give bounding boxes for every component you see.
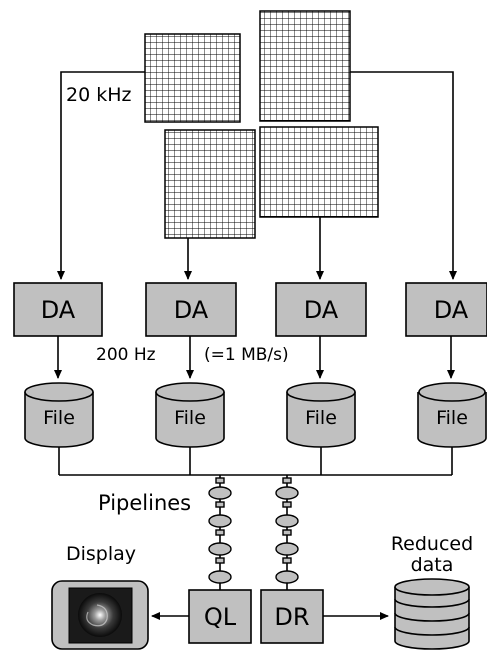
- detector-array-1: [144, 33, 241, 123]
- file-storage-3: File: [286, 382, 356, 448]
- file-collection-bus: [58, 447, 453, 476]
- reduced-data-label-line2: data: [411, 554, 454, 576]
- detector-array-4: [259, 126, 379, 218]
- da-box-4: DA: [405, 282, 487, 337]
- pipeline-dr: [275, 475, 299, 590]
- file-label: File: [43, 407, 75, 429]
- da-label: DA: [41, 296, 76, 324]
- rate-20khz-label: 20 kHz: [66, 84, 132, 106]
- array-to-da-connectors: [57, 71, 457, 280]
- reduced-data-label-line1: Reduced: [391, 533, 473, 555]
- reduced-data-stack: [394, 578, 470, 650]
- ql-box: QL: [188, 589, 252, 644]
- da-label: DA: [304, 296, 339, 324]
- da-box-2: DA: [145, 282, 237, 337]
- pipeline-ql: [208, 475, 232, 590]
- da-box-3: DA: [275, 282, 367, 337]
- da-box-1: DA: [13, 282, 103, 337]
- rate-200hz-label: 200 Hz: [96, 345, 156, 365]
- detector-array-3: [164, 129, 256, 239]
- da-label: DA: [434, 296, 469, 324]
- file-storage-4: File: [417, 382, 487, 448]
- file-label: File: [174, 407, 206, 429]
- pipelines-label: Pipelines: [98, 491, 191, 515]
- dr-label: DR: [274, 603, 309, 631]
- file-storage-2: File: [155, 382, 225, 448]
- da-to-file-connectors: [54, 336, 455, 379]
- ql-label: QL: [204, 603, 237, 631]
- rate-mbs-label: (=1 MB/s): [204, 345, 289, 365]
- da-label: DA: [174, 296, 209, 324]
- display-label: Display: [66, 543, 136, 565]
- detector-array-2: [259, 10, 351, 122]
- dr-box: DR: [260, 589, 324, 644]
- file-storage-1: File: [24, 382, 94, 448]
- file-label: File: [436, 407, 468, 429]
- display-monitor: [51, 580, 149, 650]
- galaxy-image: [78, 593, 122, 637]
- file-label: File: [305, 407, 337, 429]
